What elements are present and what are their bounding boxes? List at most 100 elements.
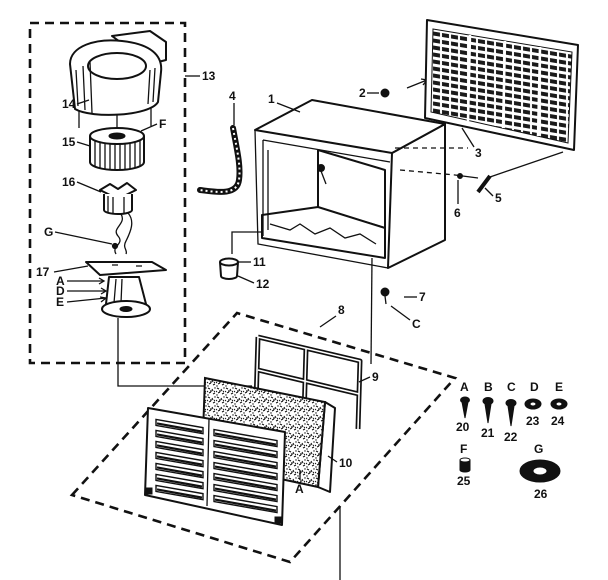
callout-g-screw: G — [44, 225, 53, 239]
motor-mount-pedestal-shading — [113, 278, 123, 304]
hardware-part-24: 24 — [551, 414, 565, 428]
plug-f-part-25 — [459, 457, 471, 473]
leader-line-9 — [358, 376, 371, 383]
screw-part-7 — [380, 287, 390, 305]
leader-line-8 — [319, 315, 337, 328]
callout-5: 5 — [495, 191, 502, 205]
hardware-part-21: 21 — [481, 426, 495, 440]
cabinet-drain-tube — [231, 231, 262, 254]
cabinet — [231, 99, 446, 269]
callout-11: 11 — [253, 255, 266, 269]
front-louver-panel — [144, 407, 286, 526]
plug-f-top — [459, 457, 471, 463]
callout-a-mount: A — [56, 274, 65, 288]
louver-slot-shadow — [156, 433, 203, 444]
callout-9: 9 — [372, 370, 379, 384]
motor-body-shading — [107, 196, 125, 213]
gasket-g-inner — [532, 466, 548, 476]
screw-a-part-20 — [460, 396, 470, 419]
screw-b-head — [482, 397, 494, 405]
washer-d-inner — [529, 401, 537, 407]
motor-mount-plate — [85, 261, 167, 276]
leader-line-16 — [76, 181, 102, 193]
cabinet-top-face — [254, 99, 446, 154]
blower-housing-shading — [75, 61, 156, 114]
rear-grille-louvers — [430, 28, 573, 144]
louver-slot-shadow — [156, 477, 203, 488]
motor-screw-g — [111, 242, 119, 250]
float-valve — [317, 164, 327, 185]
blower-housing — [69, 30, 167, 128]
hardware-part-26: 26 — [534, 487, 548, 501]
leader-line-12 — [237, 275, 255, 284]
louver-slot-shadow — [214, 465, 277, 479]
louver-slot-shadow — [214, 432, 277, 446]
callout-8: 8 — [338, 303, 345, 317]
motor — [99, 182, 137, 255]
front-louver-panel-divider — [206, 418, 210, 507]
callout-12: 12 — [256, 277, 270, 291]
blower-wheel-hub — [108, 132, 126, 140]
motor-mount-holes — [112, 264, 142, 267]
cabinet-inner-frame — [262, 139, 391, 236]
leader-line-14 — [76, 99, 90, 105]
grille-arrow — [406, 78, 429, 89]
leader-line-e-mount — [66, 296, 108, 303]
clip-bracket-part-5 — [476, 174, 492, 194]
hardware-part-25: 25 — [457, 474, 471, 488]
clip-nut-part-6 — [457, 173, 463, 179]
louver-slot-shadow — [156, 422, 203, 433]
callout-14: 14 — [62, 97, 76, 111]
filter-frame — [253, 334, 363, 430]
hardware-letter-b: B — [484, 380, 493, 394]
screw-c-part-22 — [505, 399, 517, 427]
callout-2: 2 — [359, 86, 366, 100]
callout-13: 13 — [202, 69, 216, 83]
rear-grille-dividers — [466, 34, 542, 137]
blower-wheel-blades — [94, 141, 141, 170]
callout-17: 17 — [36, 265, 50, 279]
motor-mount — [85, 261, 167, 318]
louver-slot-shadow — [156, 488, 203, 499]
leader-line-g — [54, 231, 113, 245]
leader-line-d-mount — [67, 287, 108, 295]
motor-mount-pedestal — [105, 276, 147, 305]
louver-slot-shadow — [214, 487, 277, 501]
leader-line-c — [390, 305, 411, 321]
drain-cup-body — [219, 261, 239, 280]
grille-clip-parts — [454, 173, 492, 194]
leader-line-3 — [461, 127, 475, 148]
hardware-letter-d: D — [530, 380, 539, 394]
cabinet-pan-cutout — [269, 223, 377, 245]
leader-line-a-mount — [67, 277, 106, 285]
float-valve-arm — [320, 170, 327, 185]
cabinet-floor-pan — [261, 206, 386, 259]
filter-frame-highlight — [255, 336, 361, 430]
motor-body — [103, 194, 133, 215]
hardware-part-22: 22 — [504, 430, 518, 444]
cabinet-to-frame-line — [370, 257, 373, 365]
louver-slot-shadow — [214, 476, 277, 490]
leader-line-5 — [484, 187, 494, 197]
filter-assembly-boundary — [69, 311, 458, 564]
callout-10: 10 — [339, 456, 353, 470]
louver-slot-shadow — [214, 498, 277, 512]
assembly-line-grille — [489, 151, 564, 178]
callout-7: 7 — [419, 290, 426, 304]
washer-d-part-23 — [524, 398, 542, 410]
blower-assembly-group: 13 14 15 F 16 — [28, 21, 216, 365]
gasket-g-part-26 — [519, 459, 561, 483]
blower-housing-legs — [78, 108, 152, 128]
screw-part-7-head — [380, 287, 390, 297]
blower-housing-inlet — [87, 52, 147, 80]
float-valve-body — [317, 164, 325, 172]
drain-cup-part-12 — [219, 257, 239, 280]
assembly-dashed-line-lower — [399, 169, 456, 176]
louver-slot-shadow — [214, 454, 277, 468]
leader-line-f — [140, 123, 158, 132]
hardware-part-20: 20 — [456, 420, 470, 434]
front-panel-foot-right — [274, 516, 282, 524]
callout-d-mount: D — [56, 284, 65, 298]
screw-c-shank — [507, 405, 515, 427]
